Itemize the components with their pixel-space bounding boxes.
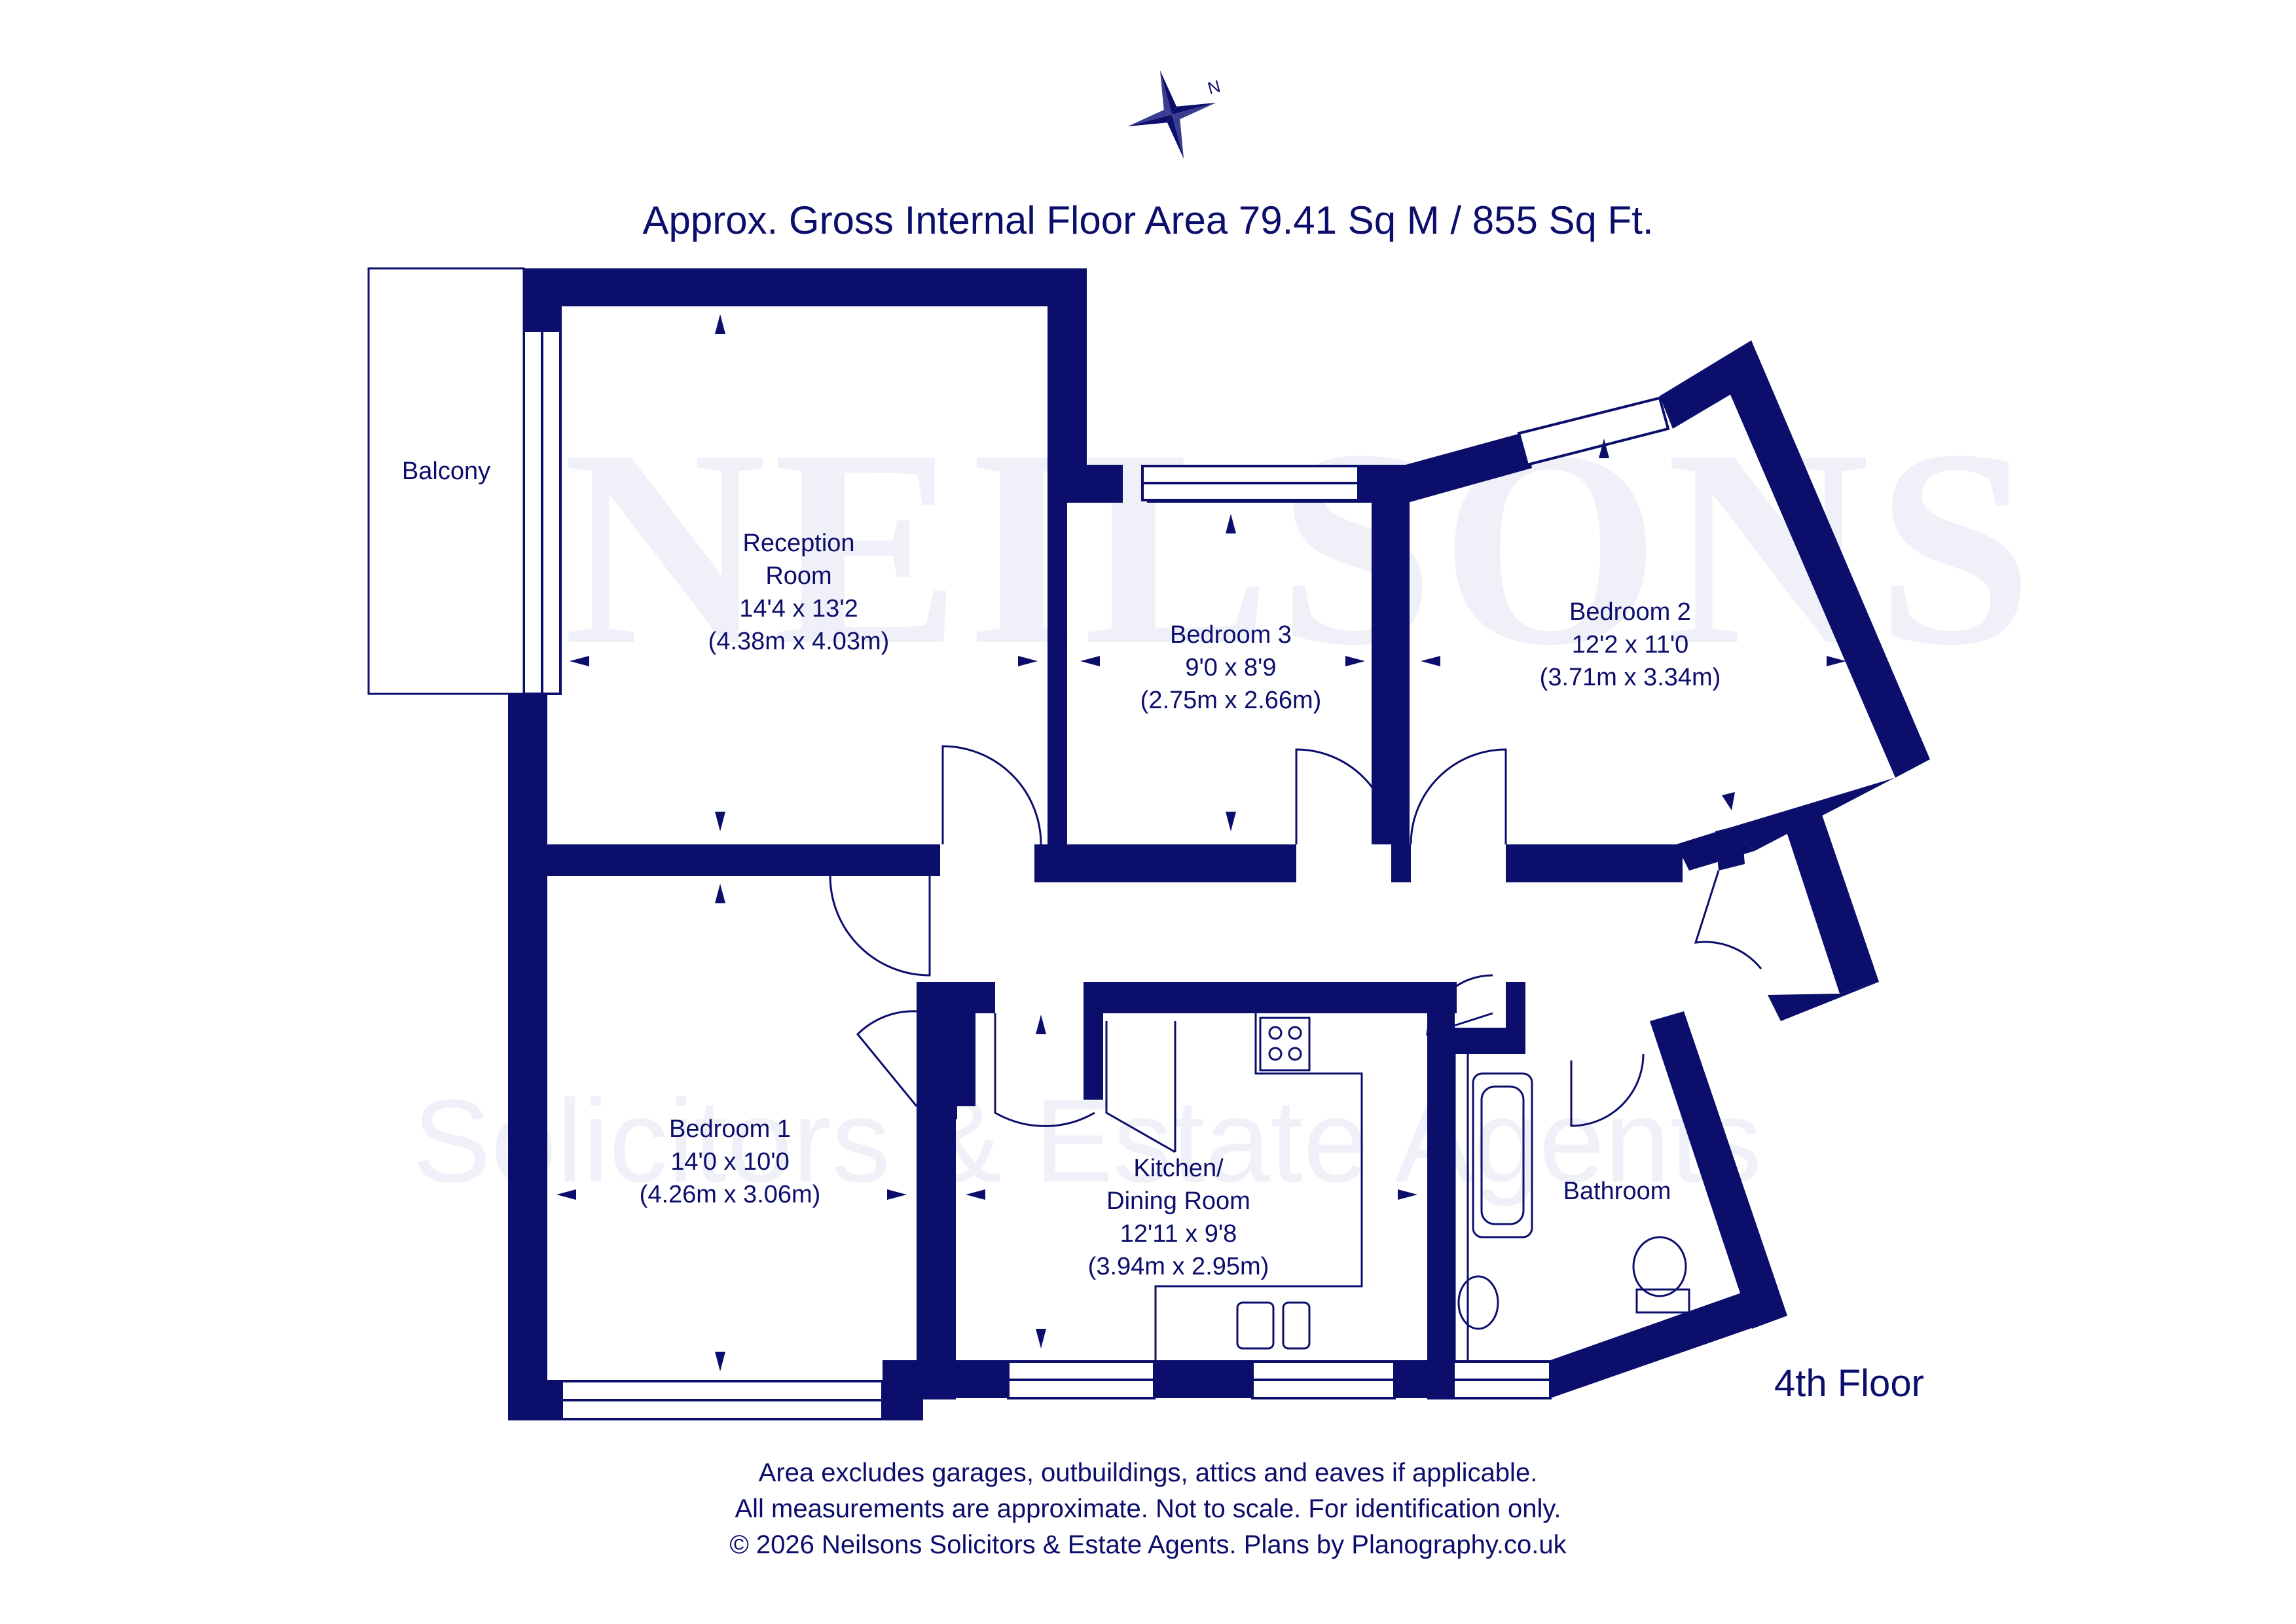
door-swing [1295, 748, 1393, 845]
door-swing [1694, 870, 1762, 969]
toilet-cistern [1635, 1288, 1690, 1314]
room-dimensions-metric: (2.75m x 2.66m) [1140, 687, 1322, 714]
wall [883, 1360, 923, 1420]
wall [1550, 1282, 1787, 1398]
wall [1372, 465, 1410, 844]
room-bedroom-2: Bedroom 2 12'2 x 11'0 (3.71m x 3.34m) [1512, 596, 1748, 694]
room-balcony: Balcony [369, 455, 524, 488]
room-dimensions-imperial: 9'0 x 8'9 [1185, 654, 1277, 681]
worktop [1154, 1013, 1363, 1360]
basin [1457, 1275, 1499, 1330]
wall [524, 268, 1087, 306]
compass-rose-icon [1127, 70, 1216, 159]
toilet [1632, 1236, 1687, 1297]
window [1517, 396, 1670, 467]
wall [1084, 982, 1457, 1013]
floor-label: 4th Floor [1774, 1362, 1924, 1405]
room-bedroom-1: Bedroom 1 14'0 x 10'0 (4.26m x 3.06m) [612, 1113, 848, 1211]
room-dimensions-metric: (4.38m x 4.03m) [708, 628, 890, 655]
room-name: Kitchen/ [1133, 1155, 1224, 1182]
room-name: Bedroom 2 [1569, 598, 1691, 626]
wall [1084, 982, 1103, 1100]
wall [1048, 268, 1087, 465]
room-name: Room [765, 562, 832, 590]
room-dimensions-metric: (4.26m x 3.06m) [639, 1181, 821, 1208]
door-swing [1410, 748, 1507, 845]
sink [1236, 1301, 1275, 1350]
wall [1728, 759, 1930, 851]
wall [1041, 844, 1064, 882]
room-name: Bedroom 3 [1170, 621, 1292, 649]
sink [1282, 1301, 1311, 1350]
room-reception: Reception Room 14'4 x 13'2 (4.38m x 4.03… [655, 527, 943, 658]
room-name: Balcony [401, 458, 491, 485]
door-swing [829, 875, 931, 977]
wall [1391, 844, 1411, 882]
wall [1406, 432, 1532, 503]
wall [1048, 465, 1067, 844]
room-name: Bathroom [1563, 1178, 1671, 1205]
wall [1154, 1360, 1252, 1398]
footer-line-3: © 2026 Neilsons Solicitors & Estate Agen… [729, 1530, 1567, 1559]
room-dimensions-metric: (3.71m x 3.34m) [1539, 664, 1721, 691]
bath-wall [1453, 1046, 1469, 1363]
room-bedroom-3: Bedroom 3 9'0 x 8'9 (2.75m x 2.66m) [1113, 619, 1349, 717]
wall [524, 268, 562, 331]
wall [1034, 844, 1296, 882]
room-bathroom: Bathroom [1545, 1175, 1689, 1208]
door-swing [856, 1010, 918, 1107]
room-dimensions-imperial: 14'4 x 13'2 [739, 595, 858, 623]
wall [917, 995, 975, 1106]
wall [1506, 982, 1525, 1054]
room-dimensions-metric: (3.94m x 2.95m) [1087, 1253, 1269, 1280]
footer-line-2: All measurements are approximate. Not to… [735, 1494, 1561, 1523]
room-kitchen-dining: Kitchen/ Dining Room 12'11 x 9'8 (3.94m … [1061, 1152, 1296, 1283]
room-name: Bedroom 1 [669, 1115, 791, 1143]
room-name: Reception [742, 530, 855, 557]
hob [1259, 1017, 1311, 1072]
balcony [367, 267, 525, 695]
door-swing [1570, 1053, 1645, 1127]
room-name: Dining Room [1106, 1187, 1250, 1215]
room-dimensions-imperial: 12'2 x 11'0 [1571, 631, 1689, 659]
bathtub [1472, 1072, 1533, 1238]
door-swing [1426, 974, 1493, 1036]
wall [1650, 1011, 1787, 1329]
wall [1721, 340, 1930, 778]
door-swing [941, 745, 1042, 845]
wall [547, 844, 940, 876]
wall [926, 982, 995, 1013]
wall [508, 1380, 562, 1420]
wall [1715, 825, 1745, 871]
bathtub-inner [1480, 1085, 1525, 1225]
wall [508, 694, 524, 704]
door-swing [1105, 1021, 1176, 1153]
wall [1782, 805, 1879, 994]
door-swing [994, 1013, 1095, 1127]
wall [1506, 844, 1683, 882]
room-dimensions-imperial: 14'0 x 10'0 [670, 1148, 790, 1176]
room-dimensions-imperial: 12'11 x 9'8 [1120, 1220, 1237, 1248]
wall [917, 1100, 957, 1119]
wall [508, 694, 547, 1420]
footer-line-1: Area excludes garages, outbuildings, att… [758, 1458, 1538, 1487]
page-title: Approx. Gross Internal Floor Area 79.41 … [642, 198, 1654, 242]
wall [1768, 982, 1879, 1021]
